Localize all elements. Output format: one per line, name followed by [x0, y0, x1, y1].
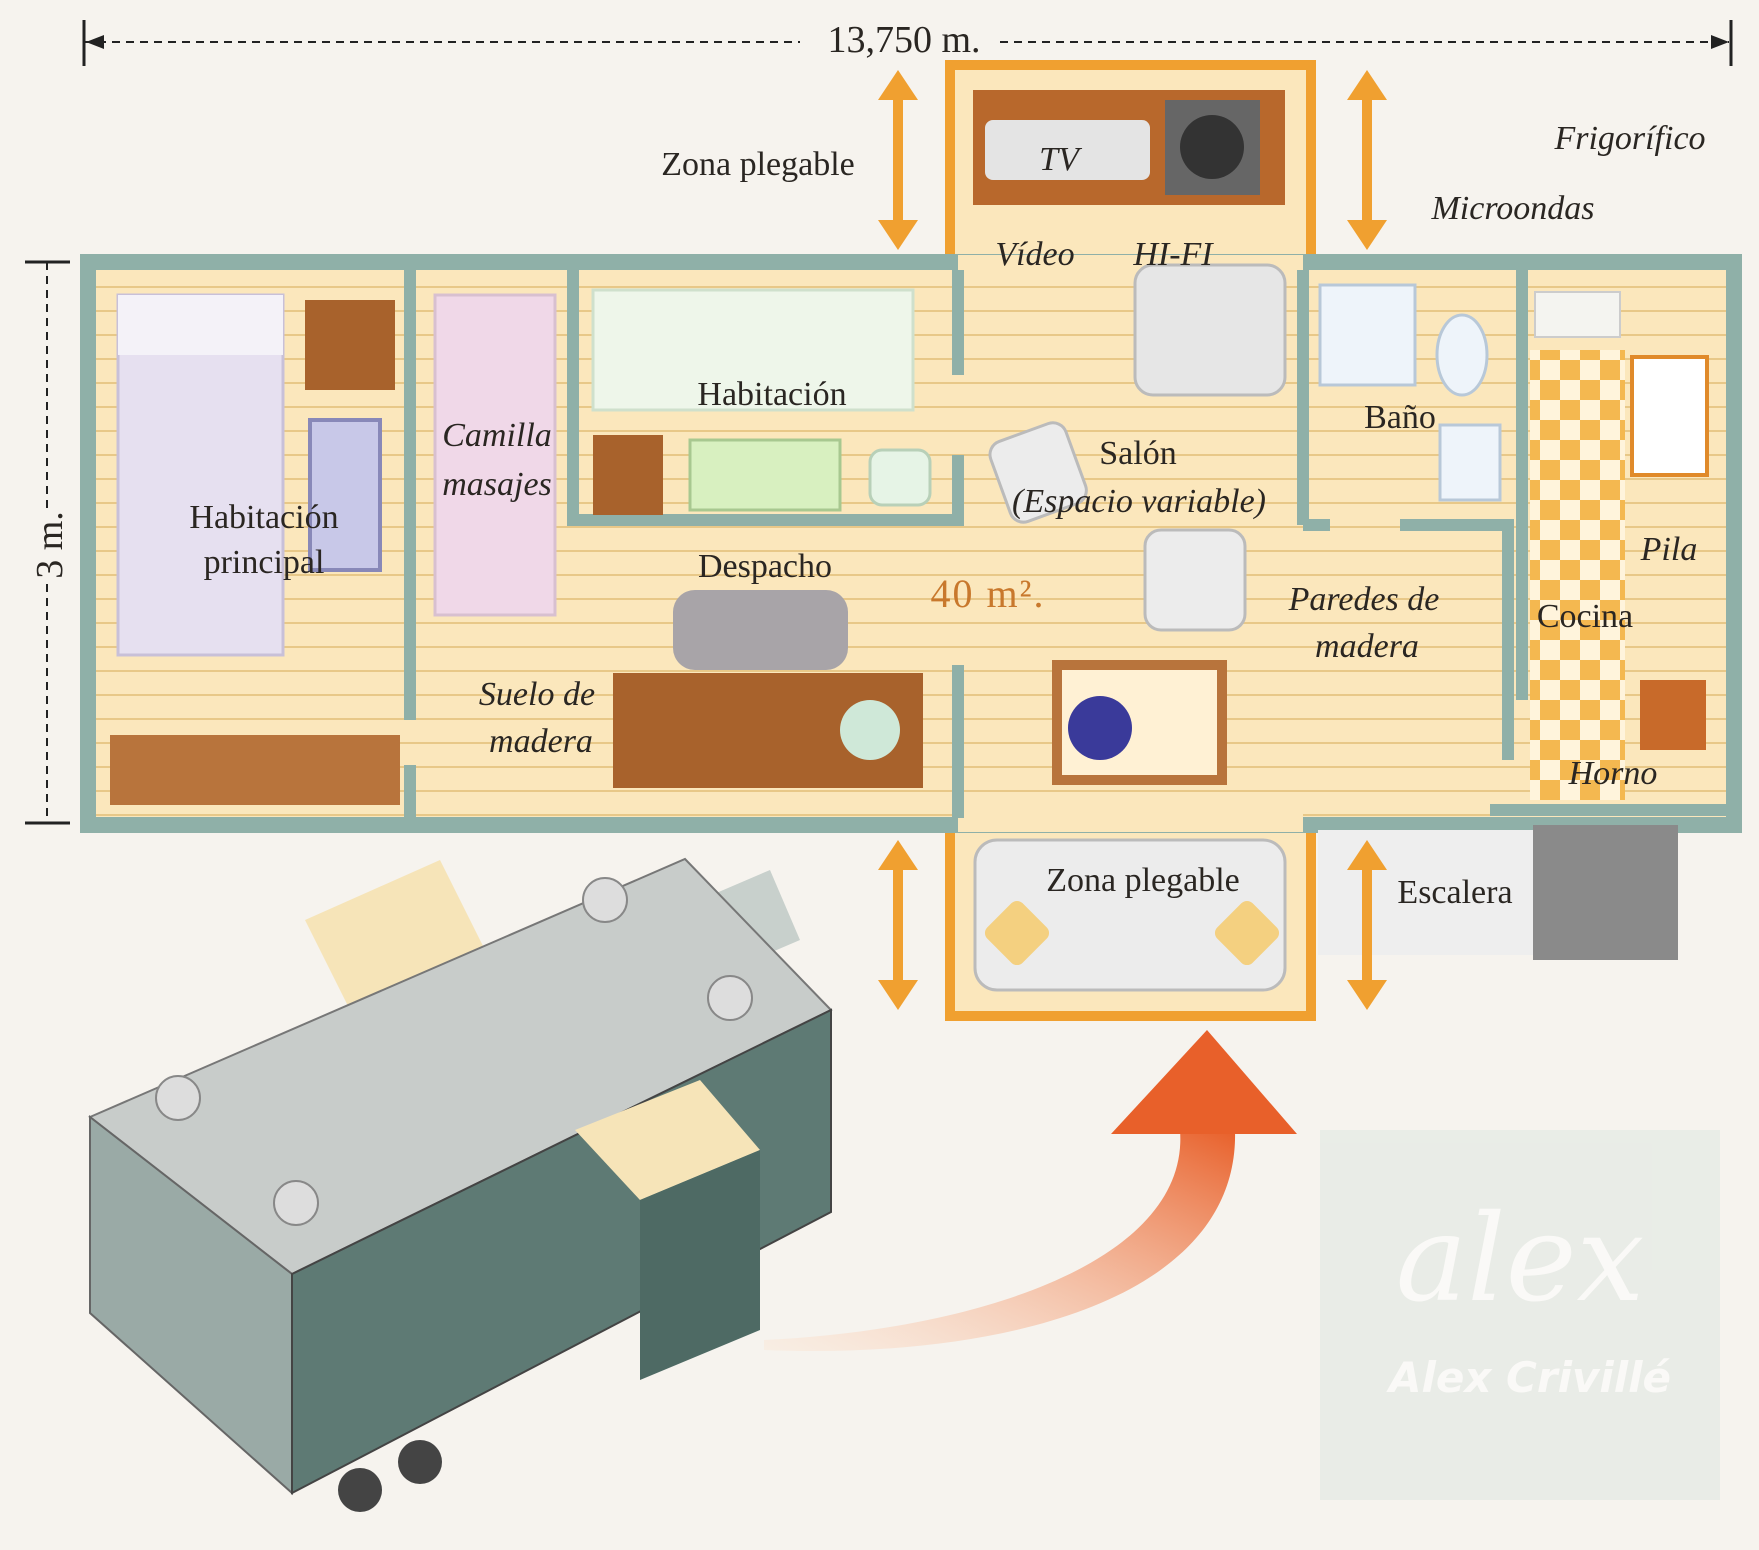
bathroom-fixtures — [1318, 283, 1502, 502]
label-suelo: Suelo de — [479, 676, 595, 713]
trailer-truck-illustration — [88, 857, 833, 1512]
label-espacio-variable: (Espacio variable) — [1012, 483, 1266, 520]
kitchen — [1530, 291, 1709, 800]
sofa — [973, 838, 1287, 992]
room-furniture — [591, 288, 932, 515]
label-area: 40 m². — [930, 571, 1045, 616]
length-label: 13,750 m. — [827, 19, 980, 61]
label-habitacion-principal: Habitación — [189, 499, 338, 536]
length-dimension: 13,750 m. — [82, 19, 1733, 66]
tv-unit — [973, 90, 1285, 205]
label-habitacion: Habitación — [697, 376, 846, 413]
label-microondas: Microondas — [1430, 190, 1594, 227]
width-dimension: 3 m. — [25, 260, 71, 825]
office-desk — [613, 590, 923, 788]
fold-arrow-icon — [878, 840, 918, 1010]
svg-text:Alex Crivillé: Alex Crivillé — [1386, 1353, 1671, 1402]
label-salon: Salón — [1099, 435, 1176, 472]
living-seating — [988, 263, 1287, 785]
label-suelo-madera: madera — [489, 723, 593, 760]
label-despacho: Despacho — [698, 548, 832, 585]
label-paredes: Paredes de — [1288, 581, 1440, 618]
fold-arrow-icon — [1347, 840, 1387, 1010]
expand-arrow-icon — [764, 1030, 1297, 1352]
label-zona-plegable-top: Zona plegable — [661, 146, 855, 183]
fold-arrows — [878, 70, 1387, 1010]
label-camilla: Camilla — [442, 417, 552, 454]
master-bed — [110, 293, 400, 805]
label-masajes: masajes — [442, 466, 552, 503]
svg-text:alex: alex — [1396, 1190, 1645, 1329]
label-pila: Pila — [1640, 531, 1698, 568]
room-labels: Zona plegable TV Vídeo HI-FI Frigorífico… — [189, 120, 1705, 911]
massage-table — [433, 293, 557, 617]
label-horno: Horno — [1568, 755, 1658, 792]
label-video: Vídeo — [995, 236, 1074, 273]
label-hifi: HI-FI — [1132, 236, 1214, 273]
stairs — [1318, 825, 1678, 960]
fold-arrow-icon — [878, 70, 918, 250]
label-bano: Baño — [1364, 399, 1436, 436]
label-principal: principal — [204, 544, 325, 581]
label-escalera: Escalera — [1397, 874, 1512, 911]
label-frigorifico: Frigorífico — [1553, 120, 1705, 157]
label-zona-plegable-bottom: Zona plegable — [1046, 862, 1240, 899]
width-label: 3 m. — [29, 511, 71, 579]
label-tv: TV — [1039, 141, 1083, 178]
label-paredes-madera: madera — [1315, 628, 1419, 665]
label-cocina: Cocina — [1537, 598, 1633, 635]
alex-criville-logo: alex Alex Crivillé — [1320, 1130, 1720, 1500]
interior-walls — [404, 270, 1734, 818]
fold-arrow-icon — [1347, 70, 1387, 250]
